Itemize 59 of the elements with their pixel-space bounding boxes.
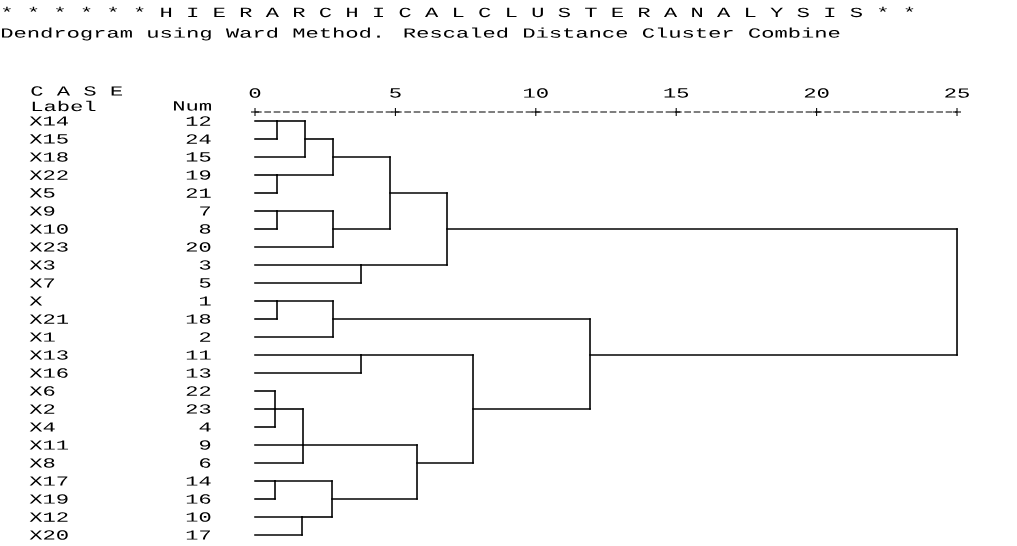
case-label: X15 — [29, 134, 68, 144]
case-label: X10 — [29, 224, 68, 234]
case-label: X17 — [29, 476, 68, 486]
axis-tick-label: 20 — [804, 88, 829, 98]
case-number: 2 — [200, 332, 211, 342]
case-label: X2 — [29, 404, 55, 414]
case-number: 5 — [199, 278, 211, 288]
case-number: 14 — [186, 476, 211, 486]
axis-tick-label: 15 — [664, 88, 689, 98]
case-number: 12 — [186, 116, 211, 126]
case-number: 10 — [186, 512, 211, 522]
case-label: X21 — [29, 314, 68, 324]
case-label: X22 — [29, 170, 68, 180]
case-label: X5 — [29, 188, 55, 198]
case-number: 9 — [200, 440, 211, 450]
case-number: 8 — [199, 224, 211, 234]
case-number: 11 — [186, 350, 211, 360]
case-label: X — [29, 296, 43, 306]
case-label: X11 — [29, 440, 68, 450]
case-number: 15 — [186, 152, 211, 162]
case-number: 13 — [186, 368, 211, 378]
case-number: 1 — [200, 296, 211, 306]
case-number: 22 — [186, 386, 211, 396]
case-number: 4 — [199, 422, 211, 432]
column-header: Label — [32, 100, 96, 112]
subtitle: Dendrogram using Ward Method. Rescaled Distance Cluster Combine — [2, 27, 840, 41]
case-number: 19 — [186, 170, 211, 180]
case-number: 6 — [200, 458, 211, 468]
case-label: X13 — [29, 350, 68, 360]
case-number: 17 — [186, 530, 210, 540]
title: * * * * * * H I E R A R C H I C A L C L U S T E R A N A L Y S I S * * — [2, 6, 914, 18]
case-label: X23 — [29, 242, 68, 252]
case-label: X9 — [29, 206, 55, 216]
case-number: 21 — [186, 188, 211, 198]
case-label: X6 — [29, 386, 55, 396]
axis-tick-label: 0 — [249, 88, 261, 98]
case-label: X14 — [29, 116, 68, 126]
case-label: X20 — [29, 530, 68, 540]
case-label: X3 — [29, 260, 55, 270]
case-label: X8 — [29, 458, 55, 468]
column-header: Num — [174, 101, 211, 111]
case-label: X12 — [29, 512, 68, 522]
column-header: C A S E — [31, 86, 123, 96]
case-label: X16 — [29, 368, 68, 378]
case-number: 3 — [199, 260, 211, 270]
case-label: X18 — [29, 152, 68, 162]
case-label: X7 — [29, 278, 55, 288]
case-number: 7 — [200, 206, 210, 216]
case-number: 20 — [186, 242, 211, 252]
case-number: 16 — [186, 494, 211, 504]
case-label: X1 — [29, 332, 55, 342]
case-number: 24 — [186, 134, 211, 144]
axis-tick-label: 5 — [390, 88, 401, 98]
axis-tick-label: 25 — [945, 88, 969, 98]
case-label: X19 — [29, 494, 68, 504]
case-number: 23 — [186, 404, 211, 414]
case-label: X4 — [29, 422, 55, 432]
axis-tick-label: 10 — [524, 88, 548, 98]
case-number: 18 — [186, 314, 211, 324]
